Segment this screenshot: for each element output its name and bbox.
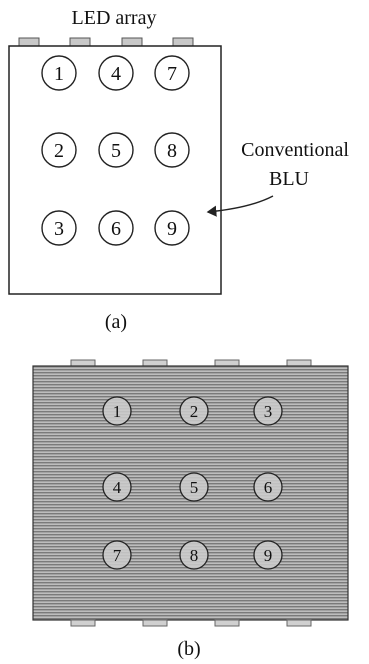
led-array-label: LED array (72, 7, 157, 29)
pointer-arrow (206, 195, 274, 217)
led (121, 37, 143, 47)
zone-grid-b: 1 2 3 4 5 6 7 8 9 (102, 396, 283, 570)
zone-label: 9 (167, 218, 177, 240)
zone-circle (102, 540, 132, 570)
panel-a: LED array 1 4 7 2 5 8 3 6 9 Conventional BLU (a) (8, 7, 349, 333)
zone-circle (102, 396, 132, 426)
zone-circle (41, 210, 77, 246)
zone-circle (154, 132, 190, 168)
led (214, 619, 240, 627)
zone-label: 4 (113, 478, 122, 497)
zone-circle (253, 540, 283, 570)
led-array-bottom-b (70, 619, 312, 627)
zone-circle (154, 210, 190, 246)
led (70, 359, 96, 367)
conventional-label: Conventional (241, 139, 349, 161)
zone-label: 8 (167, 140, 177, 162)
led (286, 619, 312, 627)
led (70, 619, 96, 627)
zone-circle (179, 396, 209, 426)
zone-label: 7 (167, 63, 177, 85)
zone-label: 4 (111, 63, 121, 85)
zone-circle (41, 55, 77, 91)
led (172, 37, 194, 47)
zone-label: 9 (264, 546, 273, 565)
zone-label: 2 (54, 140, 64, 162)
caption-a: (a) (105, 311, 127, 333)
zone-circle (179, 540, 209, 570)
zone-label: 1 (113, 402, 122, 421)
zone-circle (41, 132, 77, 168)
zone-label: 6 (111, 218, 121, 240)
zone-circle (98, 132, 134, 168)
zone-circle (98, 210, 134, 246)
led (286, 359, 312, 367)
caption-b: (b) (177, 638, 200, 660)
zone-circle (253, 472, 283, 502)
zone-label: 3 (54, 218, 64, 240)
led (142, 359, 168, 367)
zone-label: 5 (190, 478, 199, 497)
zone-circle (179, 472, 209, 502)
zone-label: 8 (190, 546, 199, 565)
zone-circle (98, 55, 134, 91)
blu-label: BLU (269, 168, 310, 190)
led (142, 619, 168, 627)
zone-label: 2 (190, 402, 199, 421)
led-array-top (18, 37, 194, 47)
zone-label: 7 (113, 546, 122, 565)
zone-label: 1 (54, 63, 64, 85)
zone-circle (102, 472, 132, 502)
zone-grid-a: 1 4 7 2 5 8 3 6 9 (41, 55, 190, 246)
zone-circle (154, 55, 190, 91)
panel-b: 1 2 3 4 5 6 7 8 9 (b) (32, 359, 349, 660)
zone-label: 6 (264, 478, 273, 497)
zone-label: 3 (264, 402, 273, 421)
led-array-top-b (70, 359, 312, 367)
led (69, 37, 91, 47)
zone-circle (253, 396, 283, 426)
led (18, 37, 40, 47)
zone-label: 5 (111, 140, 121, 162)
led (214, 359, 240, 367)
